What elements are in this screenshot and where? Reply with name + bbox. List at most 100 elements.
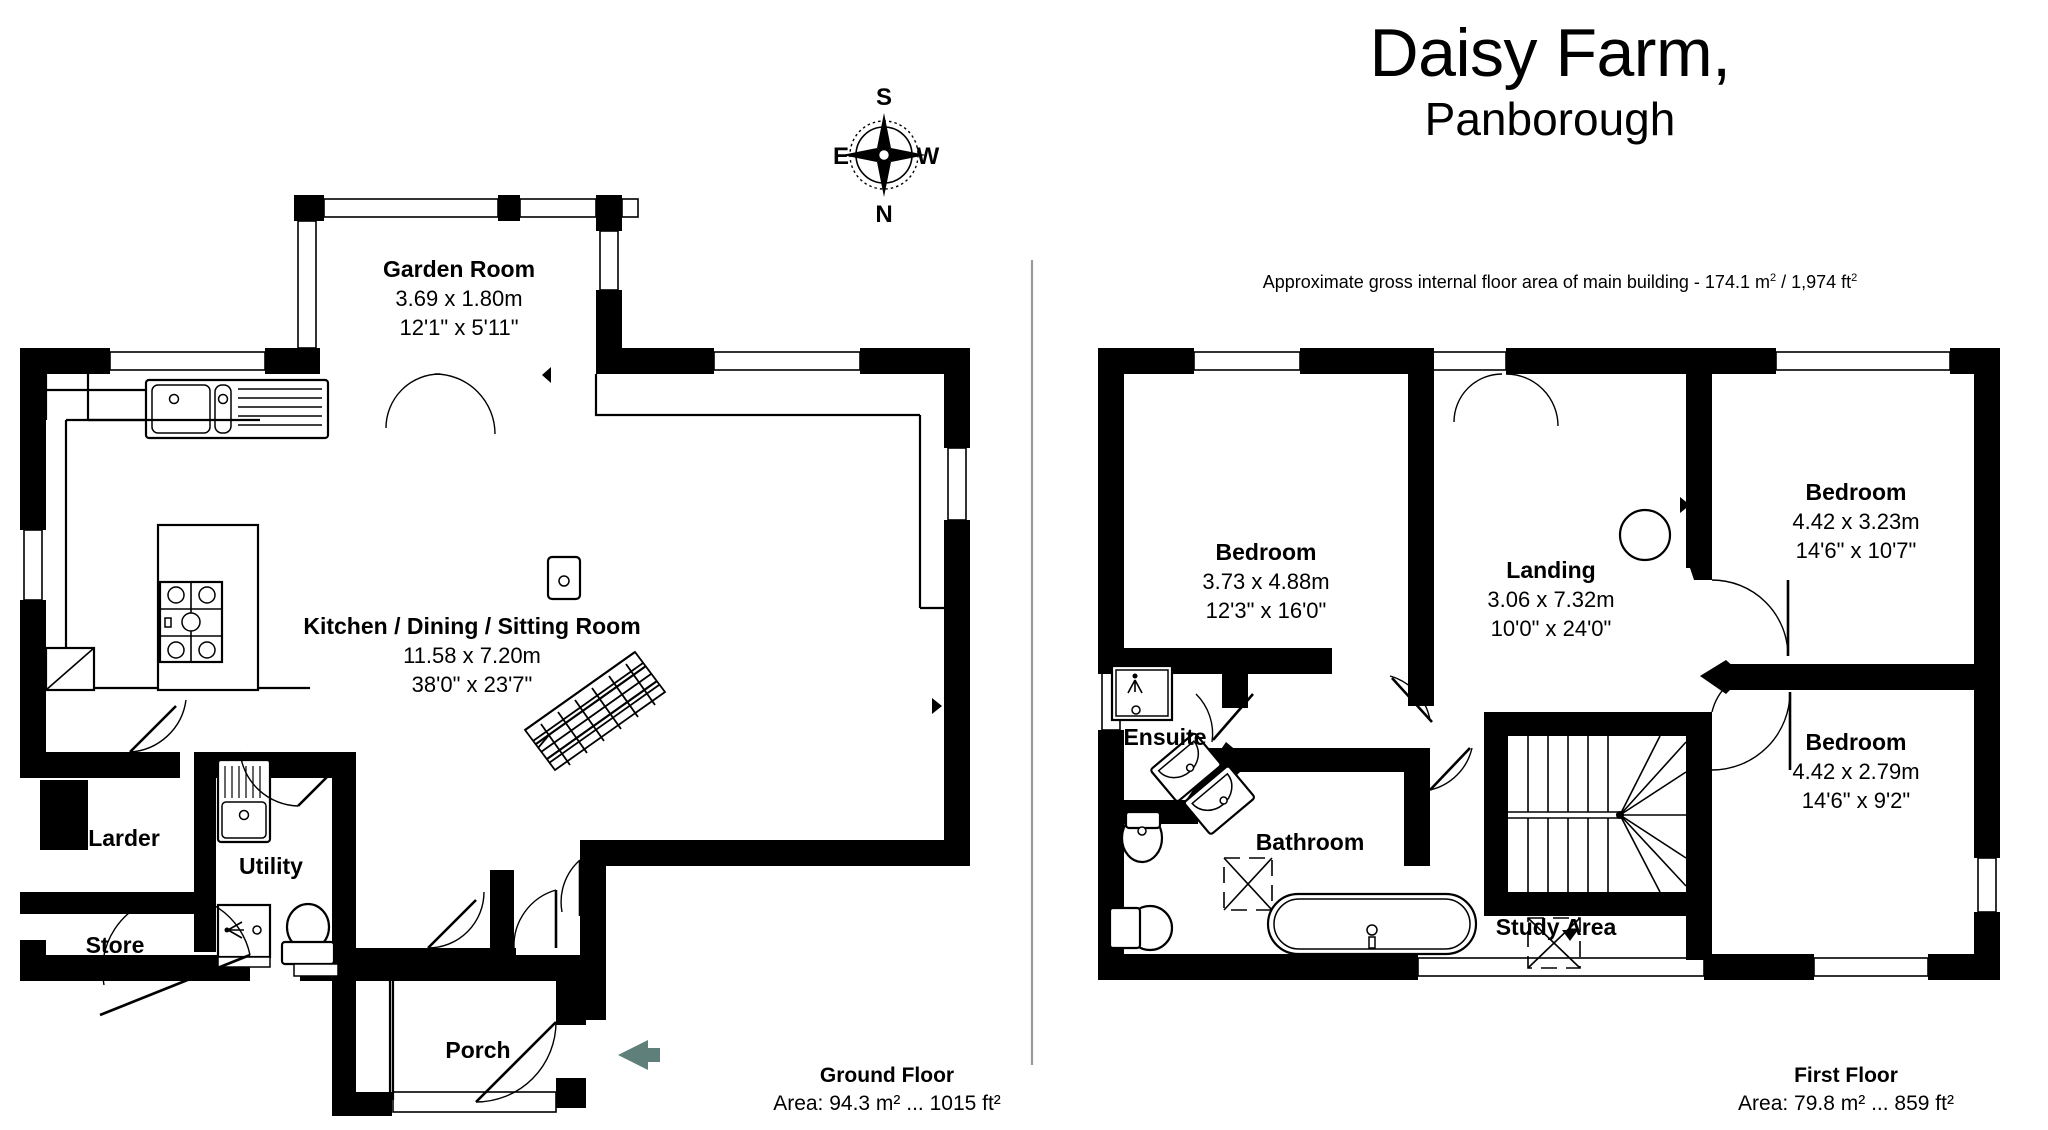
room-label-bedroom-bottom-right: Bedroom bbox=[1806, 729, 1907, 755]
wall-segment bbox=[944, 520, 970, 852]
wall-segment bbox=[1404, 748, 1430, 866]
door-swing bbox=[1389, 675, 1431, 721]
garden-room-window-right bbox=[599, 230, 619, 291]
page-subtitle: Panborough bbox=[1424, 93, 1676, 146]
wall-segment bbox=[332, 1092, 392, 1116]
ground-outer-walls bbox=[20, 348, 970, 1020]
wall-segment bbox=[1408, 496, 1434, 706]
door-leaf bbox=[1429, 747, 1471, 791]
first-windows-top bbox=[1193, 351, 1951, 371]
door-swing bbox=[1711, 691, 1791, 771]
room-label-porch: Porch bbox=[445, 1037, 510, 1063]
direction-arrow bbox=[1680, 497, 1690, 513]
compass-label-bottom: N bbox=[875, 201, 892, 228]
door-leaf bbox=[99, 953, 251, 1017]
room-label-bedroom-left: Bedroom bbox=[1216, 539, 1317, 565]
bathroom-fixtures bbox=[1108, 810, 1478, 956]
room-dim-metric-bedroom-top-right: 4.42 x 3.23m bbox=[1792, 509, 1919, 534]
room-dim-metric-kitchen: 11.58 x 7.20m bbox=[403, 643, 541, 668]
wall-segment bbox=[1506, 348, 1592, 374]
wall-segment bbox=[1928, 954, 2000, 980]
porch-door-window bbox=[392, 1091, 557, 1113]
ground-window-bottom-right bbox=[717, 843, 839, 863]
wall-segment bbox=[1686, 712, 1712, 960]
door-swing bbox=[239, 751, 299, 807]
first-room-labels: Bedroom 3.73 x 4.88m 12'3" x 16'0" Landi… bbox=[1123, 479, 1919, 940]
ground-floor-title: Ground Floor bbox=[820, 1064, 954, 1087]
room-dim-imperial-bedroom-left: 12'3" x 16'0" bbox=[1206, 598, 1327, 623]
room-dim-imperial-landing: 10'0" x 24'0" bbox=[1491, 616, 1612, 641]
wall-segment bbox=[1592, 348, 1776, 374]
bathtub bbox=[1266, 892, 1478, 956]
ground-stairs bbox=[523, 650, 667, 772]
door-leaf bbox=[427, 899, 477, 949]
door-swing bbox=[427, 891, 485, 949]
wall-segment bbox=[596, 348, 714, 374]
room-dim-imperial-garden-room: 12'1" x 5'11" bbox=[399, 315, 518, 340]
ensuite-fixtures bbox=[1110, 664, 1255, 835]
wall-segment bbox=[20, 955, 250, 981]
wall-segment bbox=[944, 348, 970, 448]
kitchen-right-worktop bbox=[594, 374, 944, 610]
room-dim-metric-bedroom-bottom-right: 4.42 x 2.79m bbox=[1792, 759, 1919, 784]
wall-segment bbox=[1704, 954, 1814, 980]
ground-floor-area: Area: 94.3 m² ... 1015 ft² bbox=[773, 1092, 1001, 1115]
room-label-study-area: Study Area bbox=[1496, 914, 1617, 940]
wall-segment bbox=[596, 195, 622, 231]
wall-segment bbox=[356, 948, 516, 970]
wall-segment bbox=[596, 290, 622, 316]
utility-sink bbox=[216, 758, 272, 844]
door-swing bbox=[475, 1021, 557, 1103]
direction-arrow bbox=[1424, 500, 1434, 516]
door-swing bbox=[1195, 693, 1214, 743]
gross-area-mid: / 1,974 ft bbox=[1776, 272, 1852, 292]
room-label-landing: Landing bbox=[1506, 557, 1595, 583]
wall-segment bbox=[1686, 348, 1712, 568]
door-swing bbox=[1711, 579, 1789, 657]
direction-arrow bbox=[30, 697, 40, 713]
worktop-line bbox=[594, 374, 920, 417]
kitchen-island bbox=[156, 523, 260, 692]
room-dim-imperial-bedroom-bottom-right: 14'6" x 9'2" bbox=[1802, 788, 1910, 813]
gross-area-sup-imperial: 2 bbox=[1851, 272, 1858, 284]
compass-label-top: S bbox=[876, 84, 892, 111]
room-dim-metric-garden-room: 3.69 x 1.80m bbox=[395, 286, 522, 311]
wall-segment bbox=[1974, 348, 2000, 858]
room-label-garden-room: Garden Room bbox=[383, 256, 535, 282]
compass-label-right: W bbox=[917, 143, 940, 170]
door-swing bbox=[560, 859, 581, 913]
ground-window-right bbox=[947, 447, 967, 521]
first-floor-title: First Floor bbox=[1794, 1064, 1898, 1087]
first-doors bbox=[1195, 373, 1792, 941]
wall-segment bbox=[1222, 674, 1248, 708]
room-label-kitchen-dining-sitting: Kitchen / Dining / Sitting Room bbox=[303, 613, 640, 639]
ground-window-left bbox=[23, 529, 43, 601]
wall-segment bbox=[20, 892, 216, 914]
utility-toilet bbox=[280, 902, 339, 977]
wall-segment bbox=[1098, 954, 1418, 980]
room-dim-metric-bedroom-left: 3.73 x 4.88m bbox=[1202, 569, 1329, 594]
wall-segment bbox=[20, 348, 46, 530]
direction-arrow bbox=[1562, 930, 1578, 941]
compass-label-left: E bbox=[833, 143, 849, 170]
wall-segment bbox=[194, 752, 216, 952]
door-swing bbox=[1429, 747, 1473, 791]
bathroom-skylight bbox=[1223, 857, 1273, 911]
wall-segment bbox=[556, 1078, 586, 1108]
room-label-larder: Larder bbox=[88, 825, 160, 851]
room-dim-imperial-bedroom-top-right: 14'6" x 10'7" bbox=[1796, 538, 1917, 563]
ground-internal-walls bbox=[20, 752, 586, 1116]
wall-segment bbox=[332, 965, 356, 1105]
wall-segment bbox=[1484, 892, 1712, 916]
page-title: Daisy Farm, bbox=[1369, 15, 1731, 91]
study-area-skylight bbox=[1527, 917, 1581, 969]
wall-segment bbox=[498, 195, 520, 221]
wall-segment bbox=[265, 348, 320, 374]
room-label-store: Store bbox=[86, 932, 145, 958]
gross-area-sup-metric: 2 bbox=[1769, 272, 1777, 284]
room-label-ensuite: Ensuite bbox=[1123, 724, 1206, 750]
door-leaf bbox=[1391, 677, 1433, 723]
larder-shelf bbox=[40, 780, 88, 850]
gross-area-note: Approximate gross internal floor area of… bbox=[1160, 272, 1960, 293]
